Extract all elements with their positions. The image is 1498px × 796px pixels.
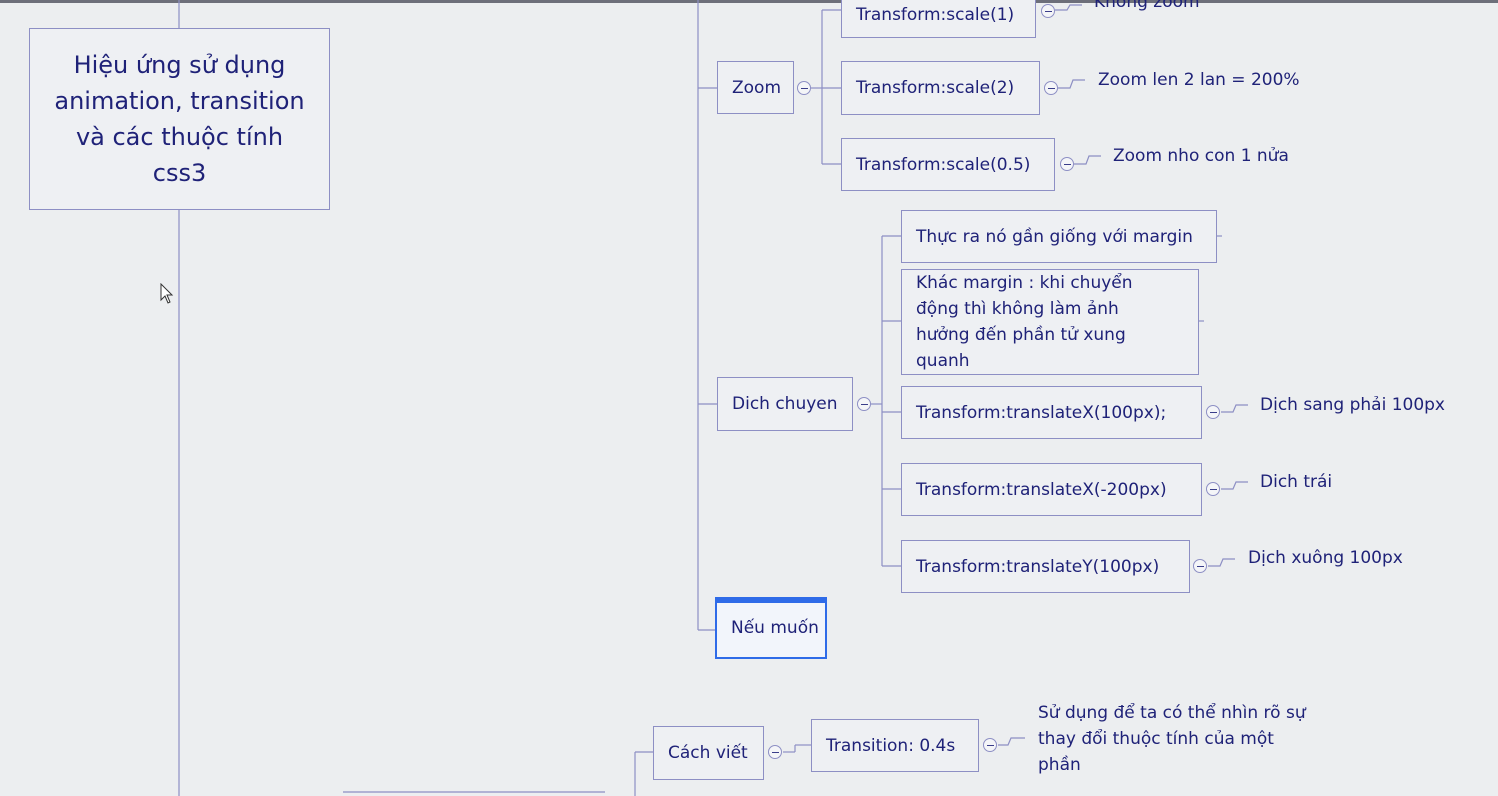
topic-translatex-100-label: Transform:translateX(100px);	[916, 402, 1167, 423]
note-zoom-half: Zoom nho con 1 nửa	[1113, 146, 1289, 166]
topic-zoom[interactable]: Zoom	[717, 61, 794, 114]
topic-translatex-neg200[interactable]: Transform:translateX(-200px)	[901, 463, 1202, 516]
topic-translatex-neg200-label: Transform:translateX(-200px)	[916, 479, 1167, 500]
topic-dich-chuyen[interactable]: Dich chuyen	[717, 377, 853, 431]
mouse-cursor-icon	[160, 283, 174, 304]
topic-editing-input[interactable]: Nếu muốn	[731, 618, 819, 638]
note-dich-xuong: Dịch xuông 100px	[1248, 548, 1403, 568]
note-transition: Sử dụng để ta có thể nhìn rõ sự thay đổi…	[1038, 703, 1306, 775]
topic-gan-giong-margin-label: Thực ra nó gần giống với margin	[916, 226, 1193, 247]
topic-scale-05-label: Transform:scale(0.5)	[856, 154, 1031, 175]
collapse-icon[interactable]	[1044, 81, 1058, 95]
topic-dich-chuyen-label: Dich chuyen	[732, 394, 838, 414]
topic-transition[interactable]: Transition: 0.4s	[811, 719, 979, 772]
topic-cach-viet[interactable]: Cách viết	[653, 726, 764, 780]
collapse-icon[interactable]	[1193, 559, 1207, 573]
topic-scale-1-label: Transform:scale(1)	[856, 5, 1015, 25]
note-sang-phai: Dịch sang phải 100px	[1260, 395, 1445, 415]
topic-khac-margin-label: Khác margin : khi chuyển động thì không …	[916, 273, 1133, 371]
topic-scale-2-label: Transform:scale(2)	[856, 78, 1015, 98]
topic-scale-2[interactable]: Transform:scale(2)	[841, 61, 1040, 115]
collapse-icon[interactable]	[1060, 157, 1074, 171]
note-dich-trai: Dich trái	[1260, 472, 1333, 492]
collapse-icon[interactable]	[797, 81, 811, 95]
note-khong-zoom: Không zoom	[1094, 0, 1200, 12]
collapse-icon[interactable]	[1206, 482, 1220, 496]
topic-translatex-100[interactable]: Transform:translateX(100px);	[901, 386, 1202, 439]
topic-scale-05[interactable]: Transform:scale(0.5)	[841, 138, 1055, 191]
window-top-border	[0, 0, 1498, 3]
collapse-icon[interactable]	[983, 738, 997, 752]
topic-cach-viet-label: Cách viết	[668, 743, 748, 763]
topic-zoom-label: Zoom	[732, 77, 782, 98]
topic-translatey-100[interactable]: Transform:translateY(100px)	[901, 540, 1190, 593]
topic-khac-margin[interactable]: Khác margin : khi chuyển động thì không …	[901, 269, 1199, 375]
topic-scale-1[interactable]: Transform:scale(1)	[841, 0, 1036, 38]
note-zoom-2: Zoom len 2 lan = 200%	[1098, 70, 1300, 90]
collapse-icon[interactable]	[857, 397, 871, 411]
collapse-icon[interactable]	[768, 745, 782, 759]
edit-handle-bar[interactable]	[717, 599, 825, 603]
topic-gan-giong-margin[interactable]: Thực ra nó gần giống với margin	[901, 210, 1217, 263]
topic-translatey-100-label: Transform:translateY(100px)	[916, 556, 1160, 577]
root-topic[interactable]: Hiệu ứng sử dụng animation, transition v…	[29, 28, 330, 210]
collapse-icon[interactable]	[1206, 405, 1220, 419]
topic-editing[interactable]: Nếu muốn	[715, 597, 827, 659]
collapse-icon[interactable]	[1041, 4, 1055, 18]
topic-transition-label: Transition: 0.4s	[826, 735, 956, 756]
root-topic-label: Hiệu ứng sử dụng animation, transition v…	[54, 51, 305, 187]
